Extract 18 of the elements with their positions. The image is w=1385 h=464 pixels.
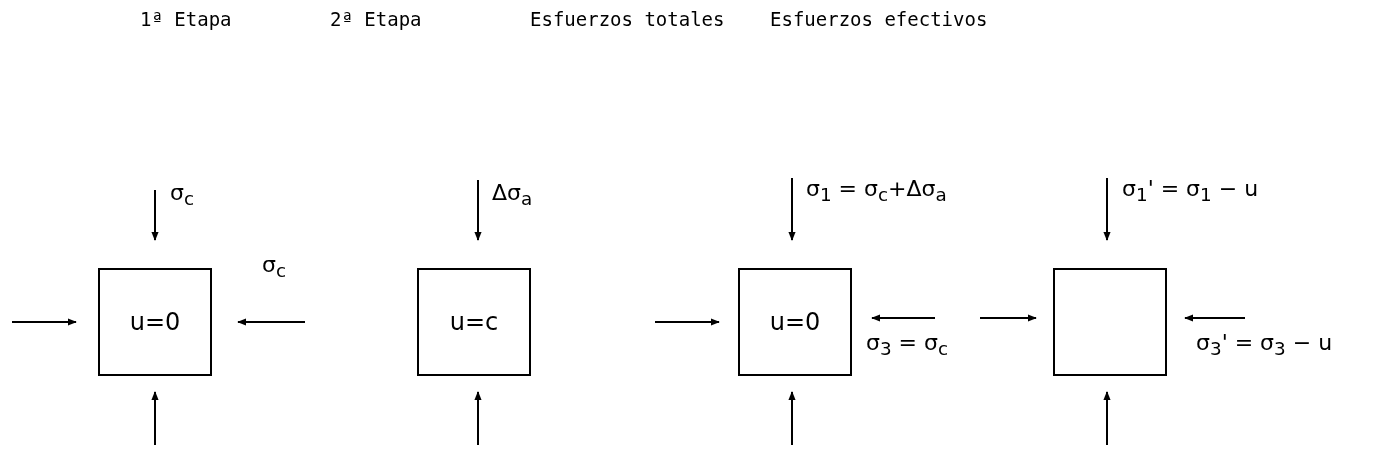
stress-label: σ$_{c}$ — [170, 180, 195, 210]
stress-label: Δσ$_{a}$ — [492, 180, 533, 210]
pore-pressure-text: u=0 — [769, 308, 821, 336]
empty-box — [1053, 268, 1167, 376]
stage-heading: 1ª Etapa — [140, 8, 232, 30]
stress-label: σ$_{3}$' = σ$_{3}$ − u — [1196, 330, 1333, 360]
stress-label: σ$_{c}$ — [262, 252, 287, 282]
stress-label: σ$_{1}$' = σ$_{1}$ − u — [1122, 176, 1259, 206]
stage-heading: 2ª Etapa — [330, 8, 422, 30]
stress-heading: Esfuerzos totales — [530, 8, 725, 30]
soil-sample-box — [417, 268, 531, 376]
pore-pressure-text: u=0 — [129, 308, 181, 336]
pore-pressure-text: u=c — [449, 308, 499, 336]
stress-label: σ$_{3}$ = σ$_{c}$ — [866, 330, 949, 360]
soil-sample-box — [98, 268, 212, 376]
stress-label: σ$_{1}$ = σ$_{c}$+Δσ$_{a}$ — [806, 176, 947, 206]
soil-sample-box — [738, 268, 852, 376]
stress-heading: Esfuerzos efectivos — [770, 8, 988, 30]
